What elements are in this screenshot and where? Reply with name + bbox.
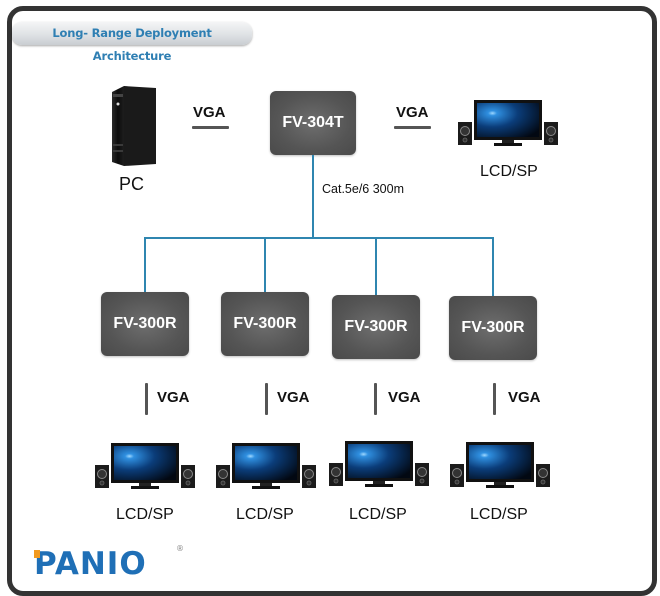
cable-drop-1	[144, 237, 146, 292]
transmitter-label: FV-304T	[282, 114, 344, 131]
cable-drop-3	[375, 237, 377, 296]
registered-mark: ®	[176, 544, 184, 553]
display-label-3: LCD/SP	[349, 506, 407, 523]
cable-trunk	[312, 155, 314, 238]
vga-link-2	[265, 383, 268, 415]
cable-label: Cat.5e/6 300m	[322, 182, 404, 196]
receiver-label: FV-300R	[233, 315, 297, 332]
vga-label-1: VGA	[157, 389, 190, 406]
local-vga-link	[394, 126, 431, 129]
receiver-label: FV-300R	[113, 315, 177, 332]
pc-tower-icon	[112, 86, 156, 166]
lcd-speakers-icon	[95, 443, 195, 489]
receiver-label: FV-300R	[461, 319, 525, 336]
local-display-label: LCD/SP	[480, 163, 538, 180]
panio-logo-accent	[34, 550, 40, 558]
cable-drop-2	[264, 237, 266, 292]
panio-logo: PANIO	[34, 546, 147, 582]
vga-link-3	[374, 383, 377, 415]
cable-drop-4	[492, 237, 494, 296]
display-label-2: LCD/SP	[236, 506, 294, 523]
lcd-speakers-icon	[216, 443, 316, 489]
vga-label-3: VGA	[388, 389, 421, 406]
local-vga-label: VGA	[396, 104, 429, 121]
pc-vga-label: VGA	[193, 104, 226, 121]
display-label-4: LCD/SP	[470, 506, 528, 523]
receiver-2: FV-300R	[221, 292, 309, 356]
lcd-speakers-icon	[450, 442, 550, 488]
cable-bus	[144, 237, 494, 239]
vga-label-4: VGA	[508, 389, 541, 406]
receiver-1: FV-300R	[101, 292, 189, 356]
diagram-title: Long- Range Deployment Architecture	[12, 22, 252, 63]
vga-link-1	[145, 383, 148, 415]
receiver-4: FV-300R	[449, 296, 537, 360]
lcd-speakers-icon	[458, 100, 558, 146]
display-label-1: LCD/SP	[116, 506, 174, 523]
lcd-speakers-icon	[329, 441, 429, 487]
receiver-3: FV-300R	[332, 295, 420, 359]
receiver-label: FV-300R	[344, 318, 408, 335]
pc-label: PC	[119, 174, 145, 194]
pc-vga-link	[192, 126, 229, 129]
transmitter-fv-304t: FV-304T	[270, 91, 356, 155]
vga-link-4	[493, 383, 496, 415]
vga-label-2: VGA	[277, 389, 310, 406]
